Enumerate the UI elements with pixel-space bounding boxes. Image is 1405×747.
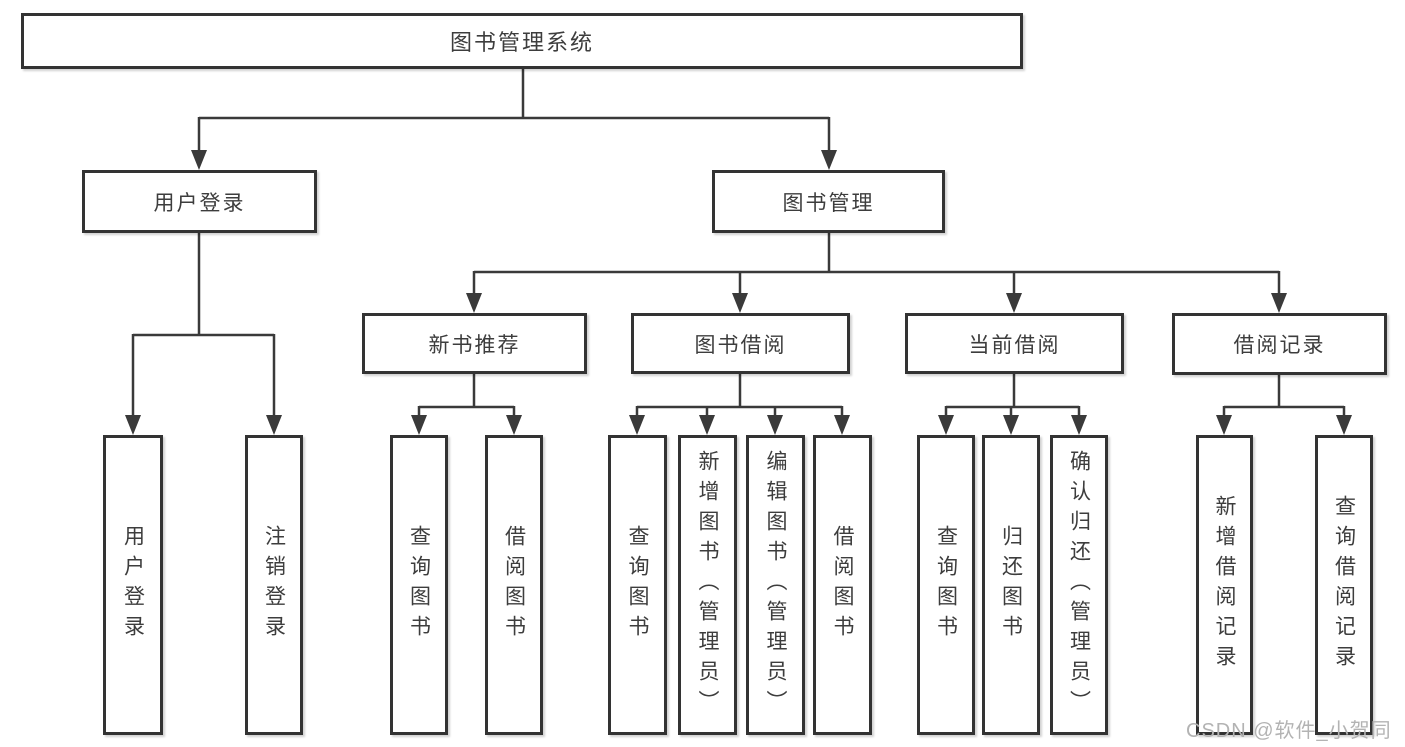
edge-book-borrow-to-leaves xyxy=(629,374,850,435)
node-book-management: 图书管理 xyxy=(712,170,945,233)
edge-root-to-level2 xyxy=(191,69,837,170)
edge-user-login-to-leaves xyxy=(125,233,282,435)
leaf-edit-books-admin: 编辑图书（管理员） xyxy=(746,435,805,735)
edge-book-mgmt-to-level3 xyxy=(466,233,1287,313)
edge-borrow-record-to-leaves xyxy=(1216,374,1352,435)
node-book-borrowing: 图书借阅 xyxy=(631,313,850,374)
leaf-logout: 注销登录 xyxy=(245,435,303,735)
node-borrowing-records: 借阅记录 xyxy=(1172,313,1387,375)
leaf-user-login: 用户登录 xyxy=(103,435,163,735)
node-current-borrowing: 当前借阅 xyxy=(905,313,1124,374)
leaf-add-borrow-record: 新增借阅记录 xyxy=(1196,435,1253,735)
leaf-confirm-return-admin: 确认归还（管理员） xyxy=(1050,435,1108,735)
edge-current-borrow-to-leaves xyxy=(938,374,1087,435)
node-root-library-system: 图书管理系统 xyxy=(21,13,1023,69)
leaf-borrow-books-borrowing: 借阅图书 xyxy=(813,435,872,735)
node-new-book-recommend: 新书推荐 xyxy=(362,313,587,374)
edge-new-book-to-leaves xyxy=(411,374,522,435)
leaf-return-books: 归还图书 xyxy=(982,435,1040,735)
leaf-query-borrow-record: 查询借阅记录 xyxy=(1315,435,1373,735)
leaf-query-books-borrowing: 查询图书 xyxy=(608,435,667,735)
csdn-watermark: CSDN @软件_小贺同学 xyxy=(1186,720,1392,742)
leaf-query-books-recommend: 查询图书 xyxy=(390,435,448,735)
node-user-login: 用户登录 xyxy=(82,170,317,233)
leaf-add-books-admin: 新增图书（管理员） xyxy=(678,435,737,735)
leaf-query-books-current: 查询图书 xyxy=(917,435,975,735)
leaf-borrow-books-recommend: 借阅图书 xyxy=(485,435,543,735)
